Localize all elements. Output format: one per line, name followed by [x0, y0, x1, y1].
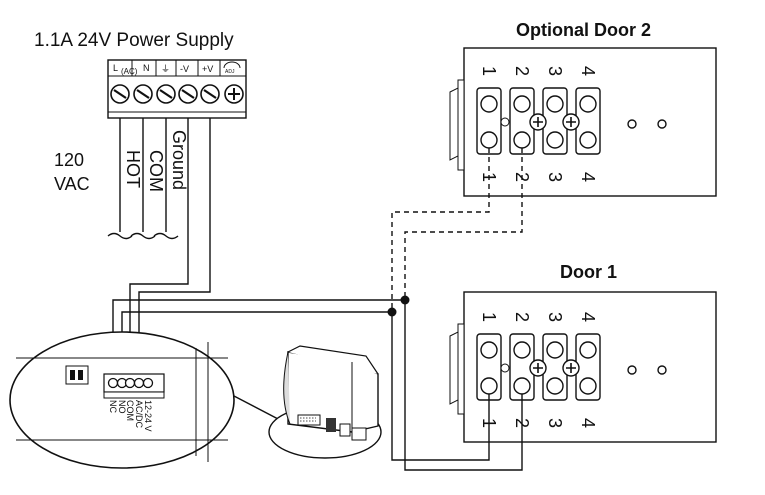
controller-label-acdc: AC/DC — [134, 400, 144, 429]
door1-bottom-number-4: 4 — [578, 418, 598, 428]
door1-top-number-2: 2 — [512, 312, 532, 322]
mains-wires — [107, 118, 179, 240]
door1-lock — [449, 291, 717, 443]
door1-title: Door 1 — [560, 262, 617, 282]
door1-top-number-3: 3 — [545, 312, 565, 322]
screw-terminal — [156, 84, 176, 104]
door2-top-number-4: 4 — [578, 66, 598, 76]
controller-label-12-24v: 12-24 V — [143, 400, 153, 432]
wire-label-hot: HOT — [123, 150, 143, 188]
screw-terminal — [178, 84, 198, 104]
magnifier-leader — [233, 395, 281, 421]
door2-top-number-2: 2 — [512, 66, 532, 76]
terminal-label-plus-v: +V — [202, 64, 213, 74]
controller-magnifier — [9, 331, 235, 469]
controller-label-nc: NC — [108, 400, 118, 413]
door2-title: Optional Door 2 — [516, 20, 651, 40]
door2-lock — [449, 47, 717, 197]
junction-dot — [400, 295, 410, 305]
door1-bottom-number-3: 3 — [545, 418, 565, 428]
door2-optional-wires — [391, 148, 523, 312]
screw-terminal — [110, 84, 130, 104]
power-supply-terminal-block: L (AC) N ⏚ -V +V ADJ — [107, 59, 247, 119]
adjust-screw — [224, 84, 244, 104]
terminal-label-l: L — [113, 63, 118, 73]
supply-label-vac: VAC — [54, 174, 90, 194]
supply-label-120: 120 — [54, 150, 84, 170]
door1-top-number-4: 4 — [578, 312, 598, 322]
door2-bottom-number-4: 4 — [578, 172, 598, 182]
wire-label-ground: Ground — [169, 130, 189, 190]
terminal-label-minus-v: -V — [180, 64, 189, 74]
controller-label-no: NO — [117, 400, 127, 414]
junction-dot — [387, 307, 397, 317]
wire-label-com: COM — [146, 150, 166, 192]
power-supply-title: 1.1A 24V Power Supply — [34, 30, 234, 51]
terminal-label-ground: ⏚ — [161, 64, 170, 74]
terminal-label-n: N — [143, 63, 150, 73]
terminal-label-ac: (AC) — [121, 67, 138, 76]
door1-top-number-1: 1 — [479, 312, 499, 322]
controller-label-com: COM — [125, 400, 135, 421]
screw-terminal — [200, 84, 220, 104]
door2-top-number-1: 1 — [479, 66, 499, 76]
door2-top-number-3: 3 — [545, 66, 565, 76]
controller-module-illustration — [268, 345, 382, 459]
screw-terminal — [133, 84, 153, 104]
door1-wires — [112, 295, 523, 471]
terminal-label-adj: ADJ — [225, 69, 235, 75]
door2-bottom-number-3: 3 — [545, 172, 565, 182]
